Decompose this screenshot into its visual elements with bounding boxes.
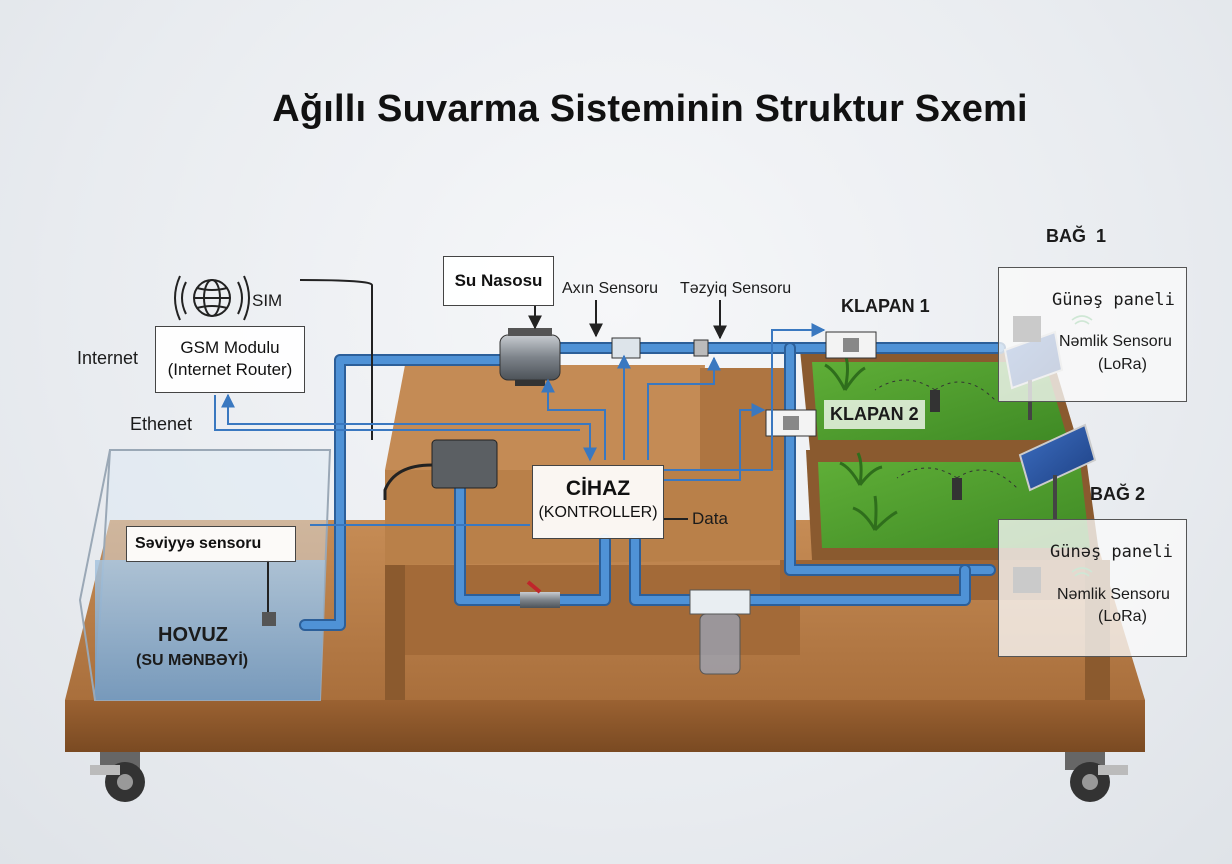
- water-pump-label: Su Nasosu: [454, 271, 543, 290]
- sim-label: SIM: [252, 291, 283, 310]
- lora-2-label: (LoRa): [1098, 608, 1147, 625]
- moisture-sensor-1-label: Nəmlik Sensoru: [1059, 333, 1172, 350]
- moisture-sensor-2-label: Nəmlik Sensoru: [1057, 586, 1170, 603]
- gsm-router-label: (Internet Router): [167, 360, 293, 379]
- garden-1-panel: [998, 267, 1187, 402]
- ball-valve-icon: [520, 580, 560, 608]
- water-pump-label-box: Su Nasosu: [443, 256, 554, 306]
- level-sensor-device: [262, 612, 276, 626]
- flow-sensor-device: [611, 337, 641, 359]
- valve-2-label: KLAPAN 2: [824, 400, 925, 429]
- water-source-label: (SU MƏNBƏYİ): [136, 652, 249, 669]
- internet-label: Internet: [77, 348, 139, 368]
- flow-sensor-label: Axın Sensoru: [562, 280, 659, 297]
- pond-label: HOVUZ: [158, 624, 228, 646]
- page-title: Ağıllı Suvarma Sistеminin Struktur Sxemi: [272, 88, 1028, 130]
- controller-box: CİHAZ (KONTROLLER): [532, 465, 664, 539]
- cart-wheel-left: [90, 752, 145, 802]
- valve-1-icon: [825, 331, 877, 359]
- garden-1-label: BAĞ 1: [1046, 226, 1107, 246]
- garden-2-panel: [998, 519, 1187, 657]
- level-sensor-label: Səviyyə sensoru: [135, 535, 262, 552]
- valve-1-label: KLAPAN 1: [841, 296, 930, 316]
- level-sensor-box: Səviyyə sensoru: [126, 526, 296, 562]
- device-label: CİHAZ: [565, 477, 631, 500]
- lora-1-label: (LoRa): [1098, 356, 1147, 373]
- sprinkler: [874, 379, 1018, 500]
- cart-wheel-right: [1065, 752, 1128, 802]
- gsm-module-label: GSM Modulu: [180, 338, 280, 357]
- pond-tank: [78, 449, 332, 701]
- data-label: Data: [692, 509, 728, 528]
- valve-2-icon: [765, 409, 817, 437]
- garden-2-label: BAĞ 2: [1090, 484, 1146, 504]
- solar-panel-2-label: Günəş paneli: [1050, 542, 1173, 562]
- gsm-module-box: GSM Modulu (Internet Router): [155, 326, 305, 393]
- controller-label: (KONTROLLER): [538, 504, 658, 521]
- water-filter-icon: [689, 589, 751, 675]
- water-pump-icon: [499, 328, 561, 386]
- pressure-sensor-label: Təzyiq Sensoru: [680, 280, 792, 297]
- solar-panel-1-label: Günəş paneli: [1052, 290, 1175, 310]
- ethernet-label: Ethenet: [130, 414, 193, 434]
- signal-arrows: [214, 323, 826, 526]
- pressure-sensor-device: [693, 339, 709, 357]
- plant: [824, 354, 898, 532]
- globe-icon: [174, 275, 250, 321]
